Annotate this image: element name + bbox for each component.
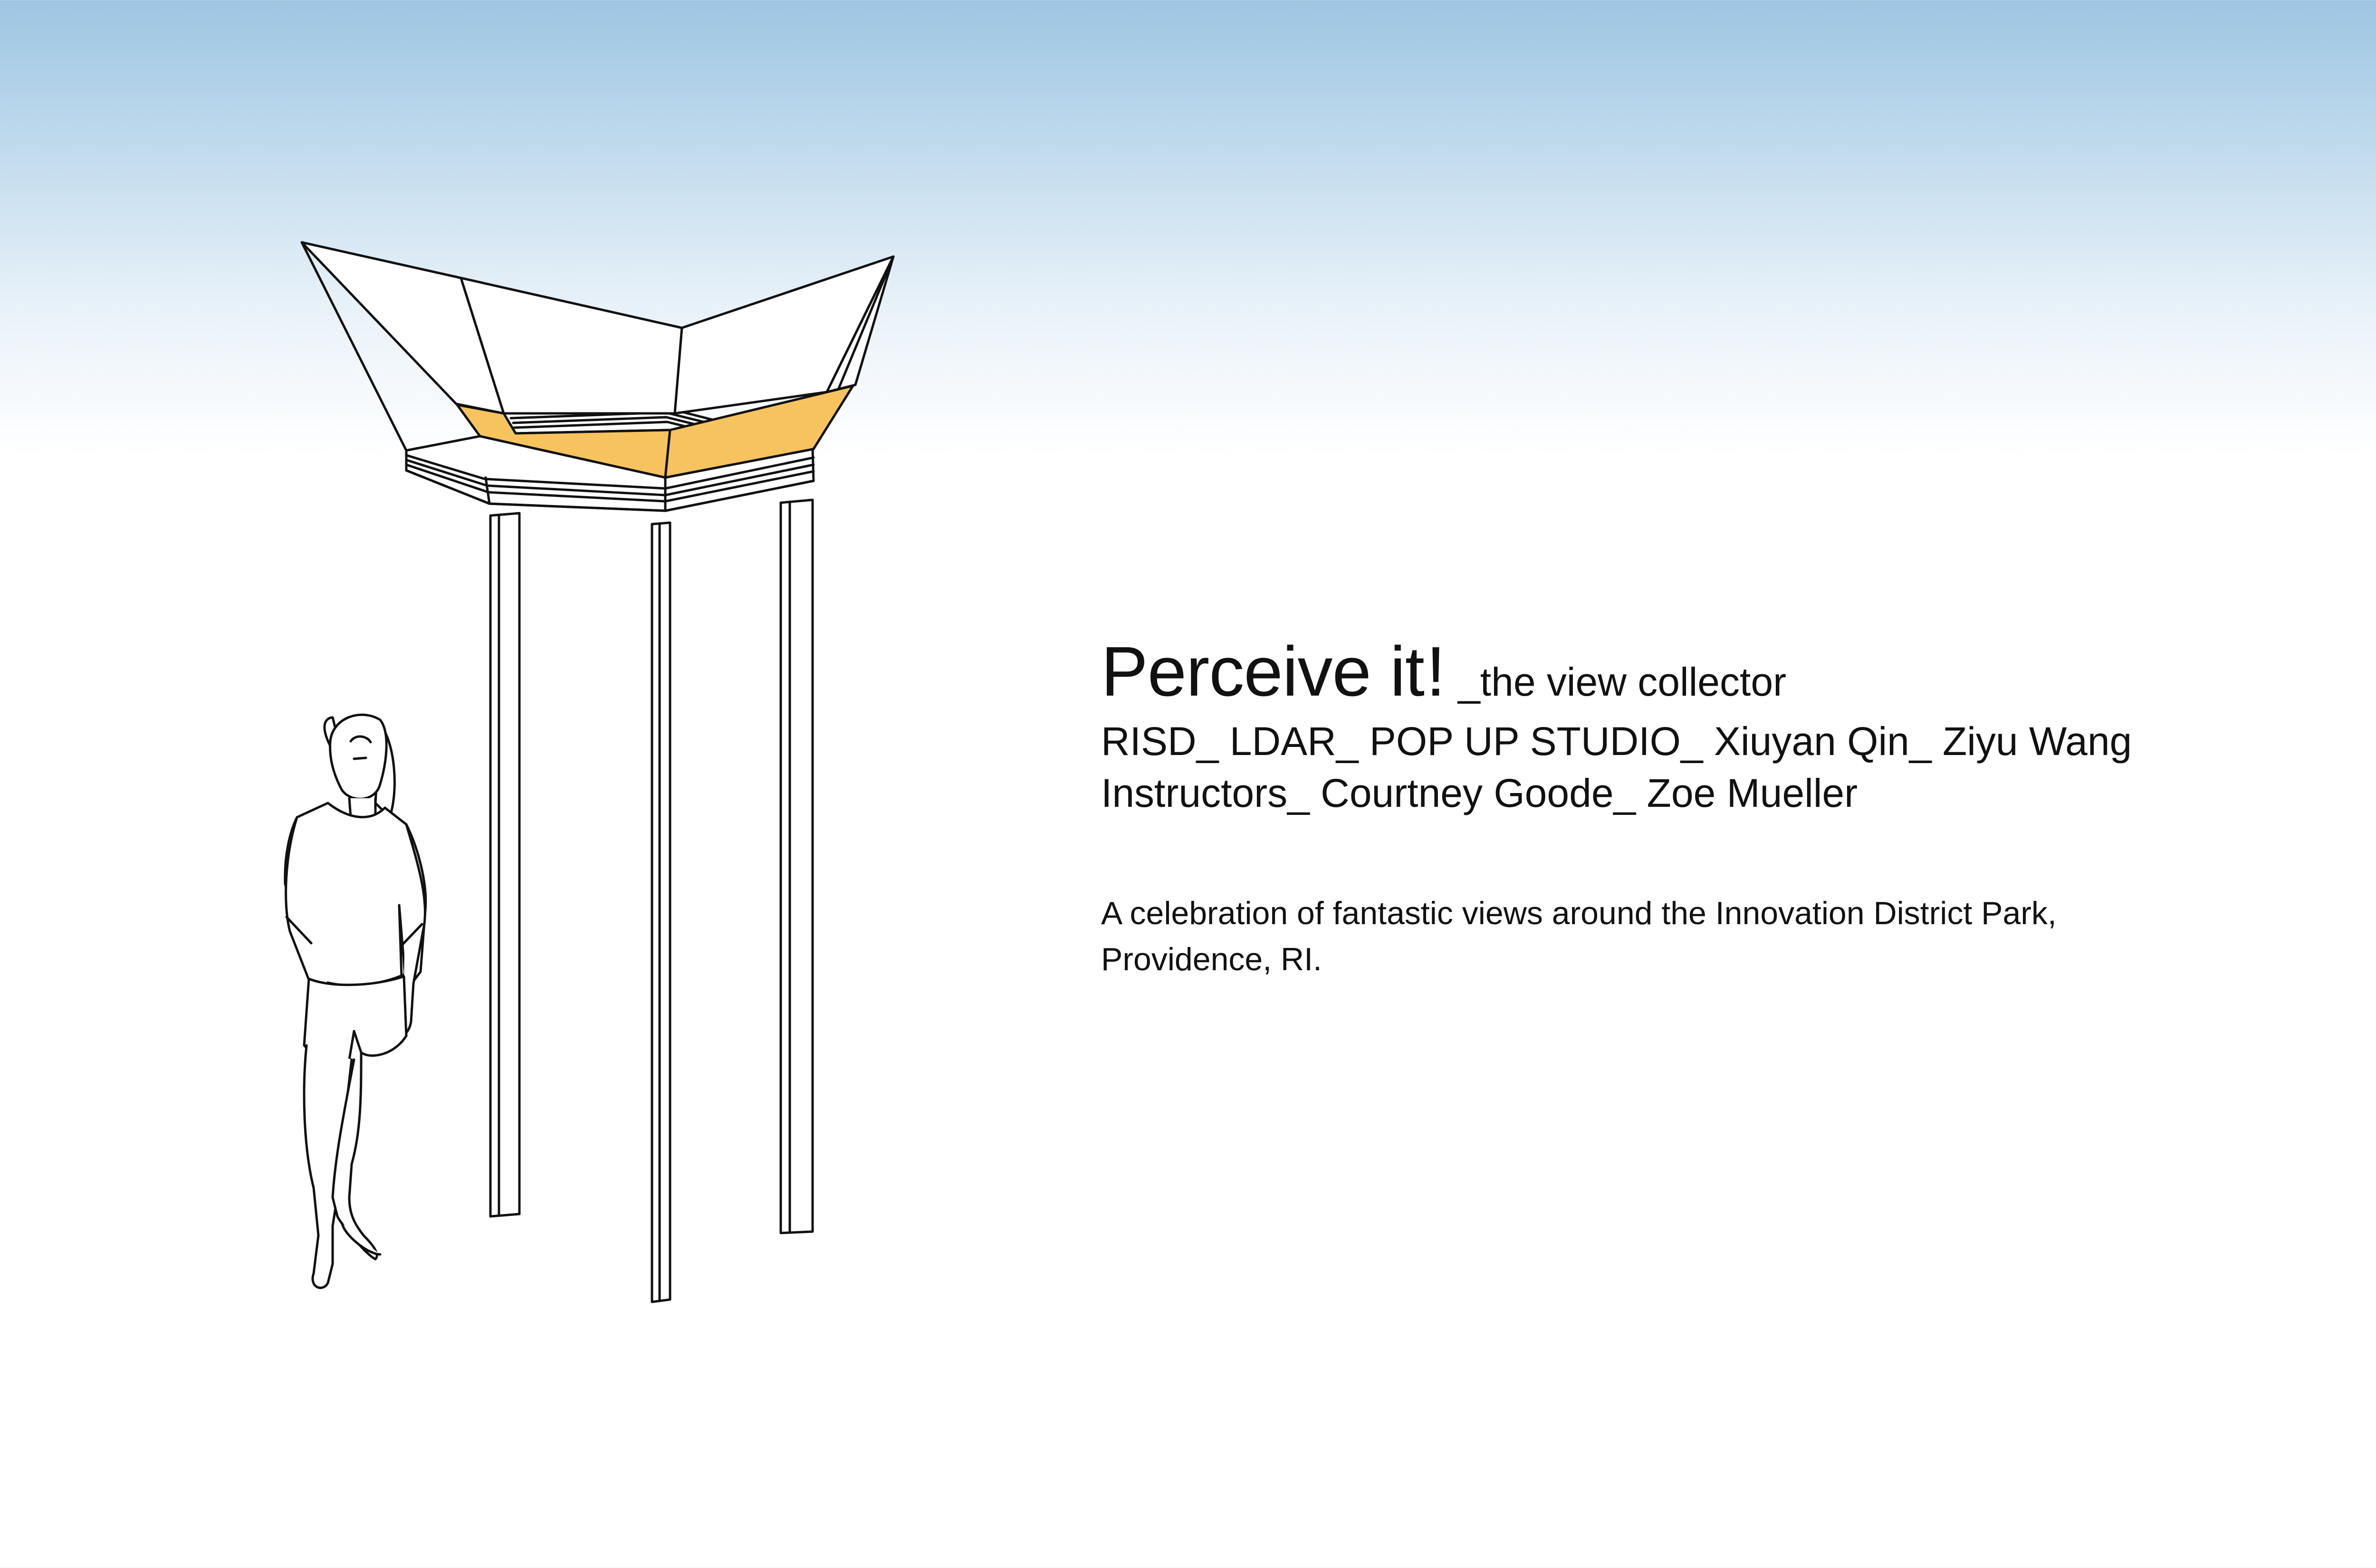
- title-exclamation: !: [1426, 632, 1446, 711]
- studio-credits: RISD_ LDAR_ POP UP STUDIO_ Xiuyan Qin_ Z…: [1101, 719, 2132, 764]
- structure-legs: [489, 498, 814, 1303]
- instructor-credits: Instructors_ Courtney Goode_ Zoe Mueller: [1101, 771, 1858, 816]
- title-subtitle: _the view collector: [1458, 660, 1787, 704]
- project-info-block: Perceive it!_the view collector RISD_ LD…: [1101, 637, 2376, 982]
- title-main: Perceive it: [1101, 632, 1425, 711]
- project-description: A celebration of fantastic views around …: [1101, 895, 2057, 977]
- structure-accent-panels: [456, 384, 854, 479]
- structure-panels: [300, 241, 895, 452]
- person-figure: [284, 713, 427, 1289]
- view-collector-structure: [300, 241, 895, 1303]
- project-title: Perceive it!_the view collector: [1101, 637, 2376, 707]
